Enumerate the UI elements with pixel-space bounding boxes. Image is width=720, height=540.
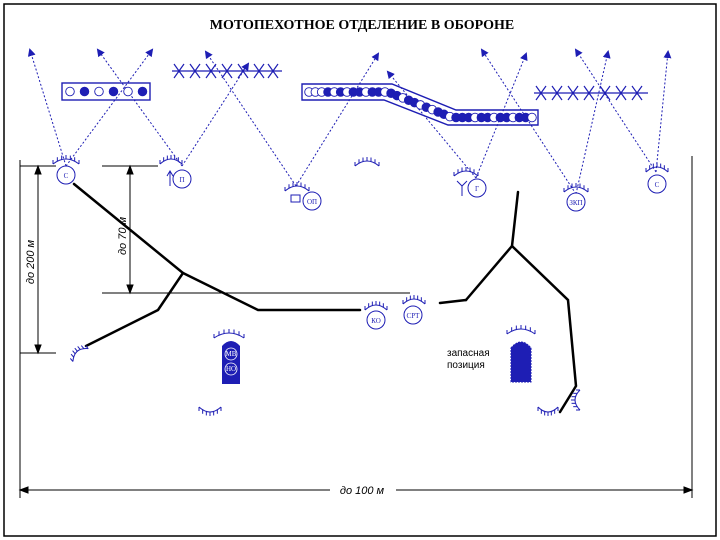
vehicle-label-top: МВ [226, 350, 237, 358]
parapet-arc [284, 182, 310, 192]
position-g: Г [467, 178, 487, 198]
parapet-arc [506, 325, 536, 335]
infantry-vehicle: МВ НО [222, 341, 240, 384]
mines-left [65, 86, 148, 97]
fighting-positions: С П ОП Г ЗКП С КО СРТ [56, 165, 667, 330]
diagram-title: МОТОПЕХОТНОЕ ОТДЕЛЕНИЕ В ОБОРОНЕ [210, 18, 515, 33]
parapet-arc [69, 345, 89, 362]
parapet-arc [159, 155, 183, 165]
grenade-launcher-icon [166, 170, 174, 186]
position-label: ЗКП [569, 199, 582, 207]
dim-100-label: до 100 м [340, 485, 385, 497]
parapet-arc [364, 301, 388, 311]
parapet-arcs [52, 155, 669, 416]
fire-line [575, 50, 611, 195]
weapon-icons [166, 170, 468, 203]
fire-sectors [27, 48, 672, 195]
fire-line [655, 50, 672, 173]
minefield-long [301, 83, 539, 126]
reserve-vehicle-body [510, 341, 532, 383]
dim-200 [20, 164, 56, 355]
vehicle-label-bottom: НО [226, 365, 236, 373]
outer-frame [3, 3, 717, 537]
mines-long [304, 87, 537, 123]
trench-connector [438, 298, 468, 305]
fire-line [386, 70, 477, 179]
position-label: С [64, 172, 69, 180]
mine-empty [123, 86, 133, 97]
mine-empty [65, 86, 75, 97]
position-zkp: ЗКП [566, 192, 586, 212]
trenches [72, 182, 578, 414]
parapet-arc [645, 163, 669, 173]
trench-right-lower [510, 244, 578, 414]
position-label: КО [371, 317, 381, 325]
position-label: СРТ [407, 312, 421, 320]
parapet-arc [198, 406, 222, 416]
parapet-arc [402, 295, 426, 305]
position-label: С [655, 181, 660, 189]
parapet-arc [453, 167, 479, 177]
parapet-arc [213, 329, 245, 339]
parapet-arc [537, 406, 559, 416]
fire-line [480, 48, 577, 195]
position-p: П [172, 169, 192, 189]
position-label: ОП [307, 198, 317, 206]
dim-100 [18, 486, 694, 494]
parapet-arc [52, 155, 80, 165]
vehicle-body [222, 341, 240, 384]
position-s-left: С [56, 165, 76, 185]
machine-gun-icon [290, 194, 301, 203]
reserve-label-1: запасная [447, 348, 490, 359]
mine-filled [108, 86, 119, 97]
position-op: ОП [302, 191, 322, 211]
minefield-left [61, 82, 151, 101]
fire-line [574, 48, 657, 173]
position-label: Г [475, 185, 479, 193]
mine-filled [79, 86, 90, 97]
trench-center [181, 271, 362, 312]
parapet-arc [354, 157, 380, 167]
wire-crosses-right [535, 85, 643, 101]
position-ko: КО [366, 310, 386, 330]
fire-line [27, 48, 67, 167]
fire-line [96, 48, 183, 167]
wire-crosses-left [173, 63, 279, 79]
reserve-vehicle [510, 341, 532, 383]
mine-filled [137, 86, 148, 97]
parapet-arc [563, 183, 589, 193]
mine-empty [94, 86, 104, 97]
position-s-right: С [647, 174, 667, 194]
position-label: П [179, 176, 184, 184]
parapet-arc [571, 389, 581, 411]
mine-empty [527, 112, 537, 123]
fire-line [204, 50, 297, 187]
fire-line [295, 52, 380, 187]
position-srt: СРТ [403, 305, 423, 325]
rpg-icon [456, 180, 468, 196]
fire-line [65, 48, 154, 167]
dim-70-label: до 70 м [117, 217, 129, 256]
wire-obstacles [172, 63, 648, 101]
dim-200-label: до 200 м [25, 239, 37, 284]
trench-right-upper [464, 190, 520, 302]
trench-left [72, 182, 185, 348]
reserve-label-2: позиция [447, 360, 485, 371]
fire-line [181, 62, 250, 167]
